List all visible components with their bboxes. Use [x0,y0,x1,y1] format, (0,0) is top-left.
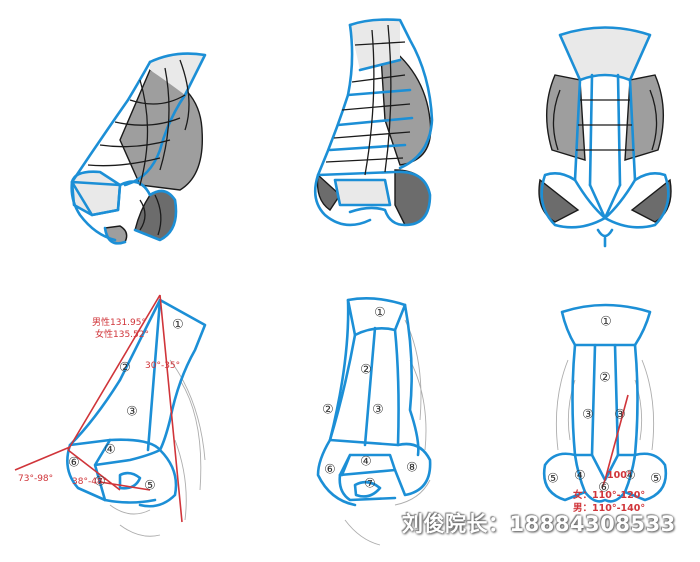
planar-nose-side-view [70,52,207,245]
tq-region-1: ① [374,306,386,321]
nose-front-view-regions: ① ② ③ ③ ④ ④ ⑤ ⑤ ⑥ 100° 女：110°-120° 男：110… [542,303,668,514]
side-region-3: ③ [126,405,138,420]
front-region-3b: ③ [614,408,626,423]
tq-region-2b: ② [322,403,334,418]
male-nasolabial-label: 男：110°-140° [573,503,645,514]
nose-three-quarter-regions: ① ② ② ③ ④ ⑥ ⑦ ⑧ [316,297,432,546]
female-nasolabial-label: 女：110°-120° [573,489,645,501]
front-region-1: ① [600,315,612,330]
tq-region-4: ④ [360,455,372,470]
side-region-1: ① [172,318,184,333]
tq-region-2a: ② [360,363,372,378]
front-region-5b: ⑤ [650,472,662,487]
front-region-6: ⑥ [598,481,610,496]
planar-nose-front-view [538,26,672,248]
angle-30-35-label: 30°-35° [145,361,180,371]
side-region-4: ④ [104,443,116,458]
tq-region-8: ⑧ [406,461,418,476]
angle-73-98-label: 73°-98° [18,474,53,484]
tq-region-7: ⑦ [364,477,376,492]
front-region-3a: ③ [582,408,594,423]
nose-side-view-proportions: ① ② ③ ④ ⑤ ⑥ ⑦ 男性131.95° 女性135.52° 30°-35… [14,294,207,537]
side-region-6: ⑥ [68,456,80,471]
planar-nose-three-quarter-view [313,18,434,227]
front-region-4a: ④ [574,469,586,484]
front-region-2: ② [599,371,611,386]
female-angle-label: 女性135.52° [95,328,149,340]
tq-region-3: ③ [372,403,384,418]
side-region-5: ⑤ [144,479,156,494]
side-region-7: ⑦ [94,475,106,490]
male-angle-label: 男性131.95° [92,316,146,328]
angle-38-48-label: 38°-48° [72,477,107,487]
front-region-4b: ④ [624,469,636,484]
angle-100-label: 100° [607,470,632,481]
side-region-2: ② [119,361,131,376]
watermark-text: 刘俊院长：18884308533 [402,512,676,536]
front-region-5a: ⑤ [547,472,559,487]
tq-region-6: ⑥ [324,463,336,478]
